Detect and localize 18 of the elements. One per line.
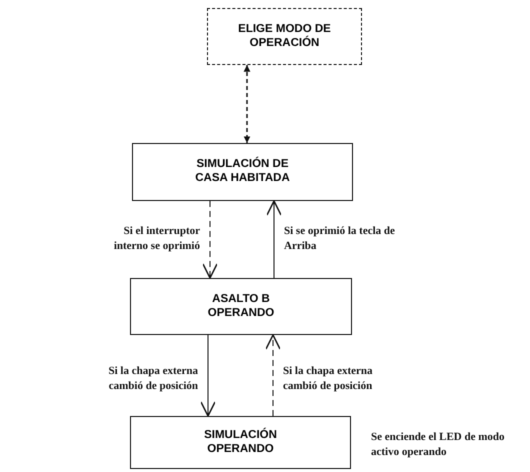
arrow [265,334,281,416]
state-label: ASALTO B OPERANDO [206,292,276,320]
state-box [207,8,362,65]
state-box [130,278,352,335]
state-label: SIMULACIÓN OPERANDO [203,428,278,456]
arrow [244,65,250,143]
arrow [202,200,218,279]
state-box [132,143,353,201]
state-label: SIMULACIÓN DE CASA HABITADA [194,158,291,186]
state-box [130,416,351,469]
edge-label: Si el interruptor interno se oprimió [112,224,200,254]
edge-label: Si se oprimió la tecla de Arriba [284,224,396,254]
edge-label: Si la chapa externa cambió de posición [107,364,198,394]
state-label: ELIGE MODO DE OPERACIÓN [237,22,332,50]
arrow [200,334,216,417]
edge-label: Si la chapa externa cambió de posición [283,364,374,394]
arrow [266,200,282,278]
note-text: Se enciende el LED de modo activo operando [371,430,506,460]
